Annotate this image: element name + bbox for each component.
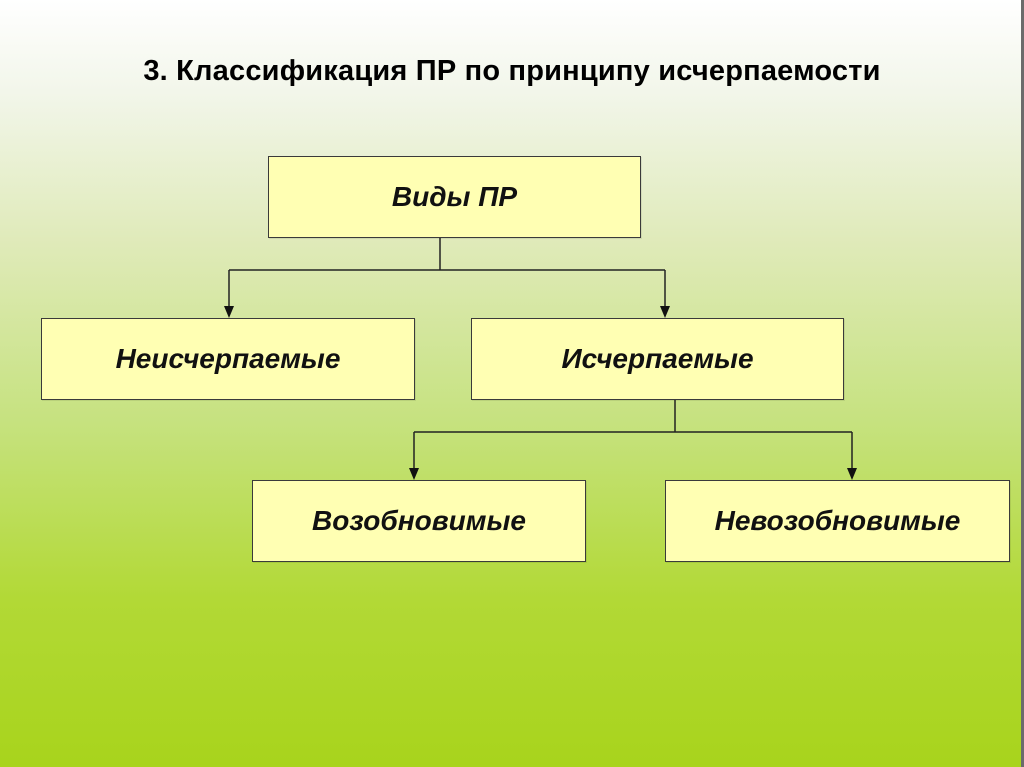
slide-title: 3. Классификация ПР по принципу исчерпае… — [143, 55, 881, 87]
node-resource-types: Виды ПР — [268, 156, 641, 238]
node-inexhaustible-label: Неисчерпаемые — [115, 343, 341, 374]
node-exhaustible: Исчерпаемые — [471, 318, 844, 400]
node-nonrenewable: Невозобновимые — [665, 480, 1010, 562]
arrowhead-to-renewable — [409, 468, 419, 480]
node-inexhaustible: Неисчерпаемые — [41, 318, 415, 400]
node-exhaustible-label: Исчерпаемые — [561, 343, 754, 374]
node-nonrenewable-label: Невозобновимые — [714, 505, 961, 536]
node-renewable: Возобновимые — [252, 480, 586, 562]
arrowhead-to-nonrenewable — [847, 468, 857, 480]
node-resource-types-label: Виды ПР — [391, 181, 518, 212]
page-edge — [1021, 0, 1024, 767]
arrowhead-to-inexhaustible — [224, 306, 234, 318]
arrowhead-to-exhaustible — [660, 306, 670, 318]
node-renewable-label: Возобновимые — [312, 505, 526, 536]
